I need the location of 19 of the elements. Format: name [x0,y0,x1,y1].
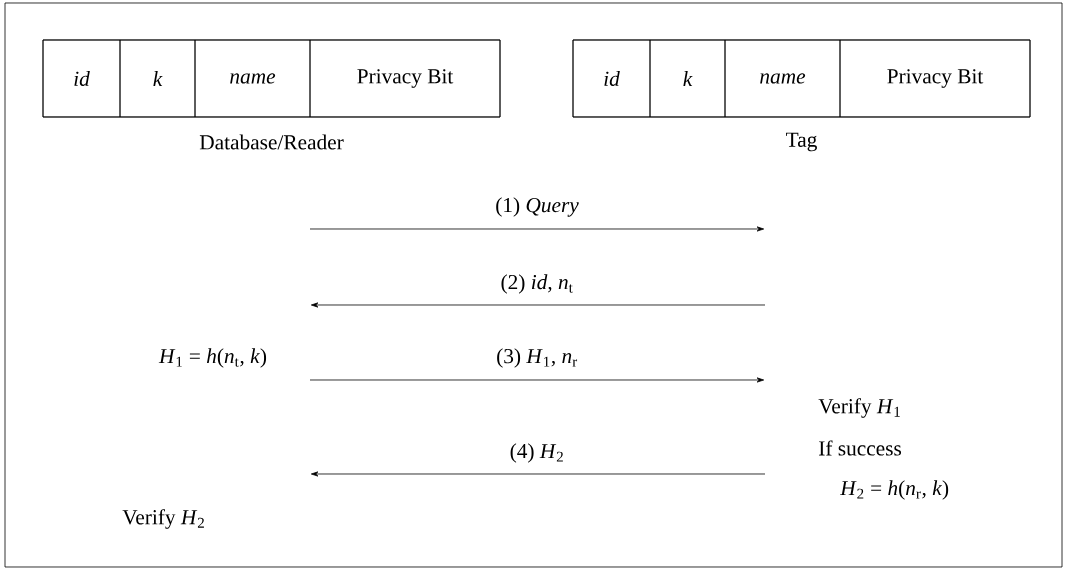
note: (3) H$_{1}$, n$_{r}$ [497,348,578,368]
table-cell: Privacy Bit [309,39,501,118]
table-caption: Tag [786,132,817,152]
table-cell: id [42,39,121,118]
table-cell: id [572,39,651,118]
table-caption: Database/Reader [199,134,344,150]
table-cell: name [194,39,311,118]
table-cell: name [724,39,841,118]
note: Verify H$_{2}$ [122,509,204,529]
table-cell: k [649,39,726,118]
note: (4) H$_{2}$ [510,443,563,463]
note: Verify H$_{1}$ [818,398,900,418]
note: (1) Query [496,197,579,217]
note: H$_{2}$ = h(n$_{r}$, k) [840,480,949,500]
note: H$_{1}$ = h(n$_{t}$, k) [158,348,267,368]
table-cell: Privacy Bit [839,39,1031,118]
table-cell: k [119,39,196,118]
note: (2) id, n$_{t}$ [501,274,573,294]
note: If success [819,440,901,456]
